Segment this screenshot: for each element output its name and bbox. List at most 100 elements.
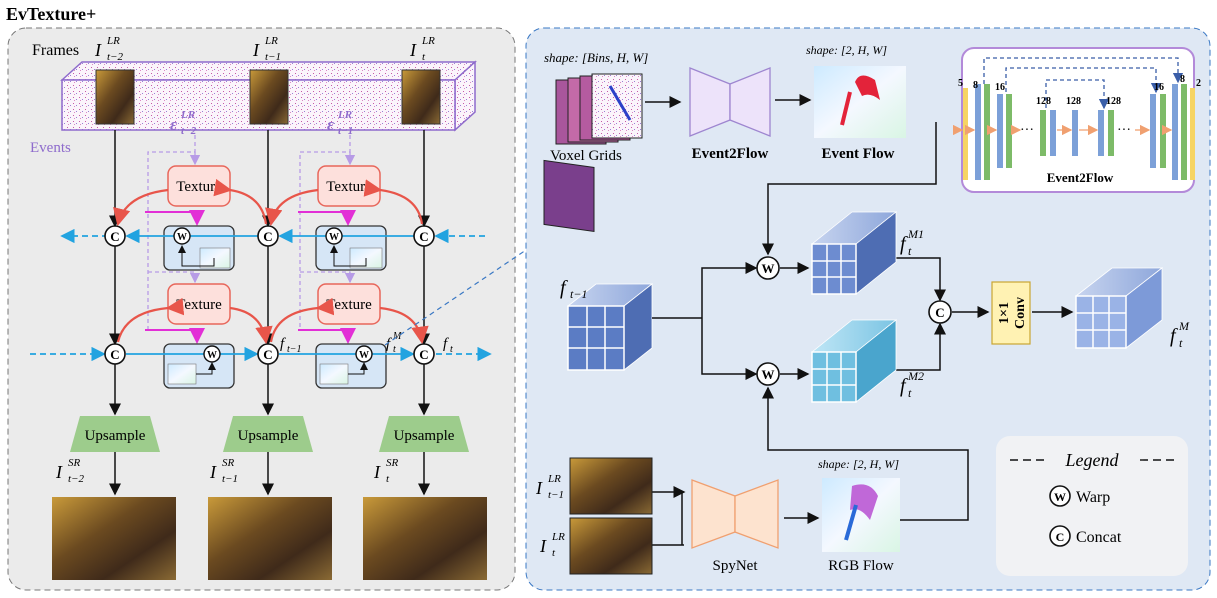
svg-text:f: f (900, 375, 908, 397)
warp-node-3: W (203, 345, 221, 363)
voxel-grids-label: Voxel Grids (550, 148, 622, 164)
svg-text:C: C (419, 229, 428, 244)
svg-text:Texture: Texture (326, 297, 372, 313)
svg-text:LR: LR (421, 35, 435, 47)
zoom-line-1 (384, 249, 527, 346)
red-arc-6 (229, 306, 273, 345)
legend-warp: W Warp (1049, 485, 1110, 507)
warp-node-right-2: W (756, 362, 780, 386)
input-frame-t (569, 517, 653, 575)
svg-text:M1: M1 (907, 227, 924, 241)
svg-text:M: M (1178, 319, 1190, 333)
rgb-flow-image (822, 478, 900, 552)
svg-text:t−1: t−1 (287, 344, 302, 355)
svg-text:I: I (55, 462, 63, 482)
fm1-cube (810, 211, 898, 295)
event-flow-label: Event Flow (822, 146, 895, 162)
fm1-label: f M1 t (900, 227, 924, 258)
voxel-shape-label: shape: [Bins, H, W] (544, 50, 648, 65)
sr-label-t-1: I SR t−1 (209, 457, 238, 485)
rgb-flow-label: RGB Flow (828, 558, 894, 574)
rgb-flow-shape-label: shape: [2, H, W] (818, 457, 899, 471)
sr-image-t-1 (208, 497, 332, 580)
svg-text:Legend: Legend (1065, 450, 1120, 470)
concat-node-a2: C (104, 343, 126, 365)
svg-text:t−1: t−1 (338, 125, 353, 137)
svg-text:5: 5 (958, 78, 963, 89)
sr-image-t (363, 497, 487, 580)
svg-text:W: W (762, 261, 775, 276)
svg-text:t: t (552, 547, 556, 559)
frame-label-t-2: I LR t−2 (94, 35, 123, 63)
svg-text:C: C (1056, 530, 1065, 544)
svg-text:f: f (443, 336, 449, 352)
sr-image-t-2 (52, 497, 176, 580)
f-prev-label-right: f t−1 (560, 277, 587, 301)
event-path-1 (147, 135, 196, 331)
svg-text:t: t (450, 344, 453, 355)
svg-text:LR: LR (551, 531, 565, 543)
svg-text:ε: ε (170, 115, 177, 134)
svg-text:I: I (252, 40, 260, 60)
svg-text:Concat: Concat (1076, 529, 1122, 546)
red-arc-5 (116, 297, 185, 343)
fm-cube (1074, 267, 1164, 349)
svg-text:W: W (207, 350, 217, 361)
input-label-t-1: I LR t−1 (535, 473, 564, 501)
f-m-label: f M t (386, 331, 402, 355)
svg-text:128: 128 (1066, 96, 1081, 107)
svg-text:Texture: Texture (326, 179, 372, 195)
texture-box-4: Texture (317, 283, 381, 325)
svg-text:LR: LR (264, 35, 278, 47)
svg-text:8: 8 (973, 80, 978, 91)
svg-text:f: f (900, 233, 908, 255)
upsample-1: Upsample (70, 416, 160, 452)
svg-text:C: C (110, 229, 119, 244)
branch-down (701, 318, 758, 380)
concat-node-right: C (928, 300, 952, 324)
magenta-line-3 (145, 328, 205, 344)
flow-box-4 (315, 343, 387, 389)
svg-text:16: 16 (1154, 82, 1164, 93)
texture-box-2: Texture (317, 165, 381, 207)
unet-channel-labels: 5 8 16 128 128 128 16 8 2 (958, 74, 1201, 107)
event-flow-image (814, 66, 906, 138)
arrow-eventflow-warp1 (762, 122, 937, 256)
svg-text:f: f (560, 277, 568, 299)
figure-title: EvTexture+ (6, 4, 96, 24)
red-arc-1 (113, 188, 169, 227)
svg-text:W: W (762, 367, 775, 382)
event-label-t-2: ε LR t−2 (170, 109, 197, 137)
svg-text:SR: SR (386, 457, 399, 469)
concat-node-c1: C (413, 225, 435, 247)
event-path-2 (299, 135, 351, 330)
svg-text:1×1: 1×1 (997, 302, 1012, 324)
svg-text:I: I (539, 536, 547, 556)
svg-text:M2: M2 (907, 369, 924, 383)
event-path-1c (148, 271, 201, 284)
svg-text:t: t (908, 386, 912, 400)
warp-in-4 (348, 362, 368, 375)
svg-text:t−2: t−2 (181, 125, 197, 137)
svg-text:SR: SR (68, 457, 81, 469)
svg-text:W: W (1054, 490, 1066, 504)
svg-text:Upsample: Upsample (85, 428, 146, 444)
warp-in-2 (330, 245, 367, 267)
concat-node-c2: C (413, 343, 435, 365)
svg-text:t−2: t−2 (107, 51, 123, 63)
svg-text:t−1: t−1 (570, 287, 587, 301)
spynet-label: SpyNet (713, 558, 759, 574)
svg-text:Texture: Texture (176, 179, 222, 195)
svg-text:f: f (280, 336, 286, 352)
magenta-line-4 (298, 328, 356, 344)
event-label-t-1: ε LR t−1 (327, 109, 353, 137)
svg-text:C: C (263, 229, 272, 244)
fm-label: f M t (1170, 319, 1190, 350)
svg-text:f: f (1170, 325, 1178, 347)
warp-node-2: W (325, 227, 343, 245)
red-arc-3 (264, 188, 319, 227)
legend-title: Legend (1010, 450, 1174, 470)
svg-text:Texture: Texture (176, 297, 222, 313)
warp-in-1 (178, 245, 215, 267)
svg-text:LR: LR (547, 473, 561, 485)
